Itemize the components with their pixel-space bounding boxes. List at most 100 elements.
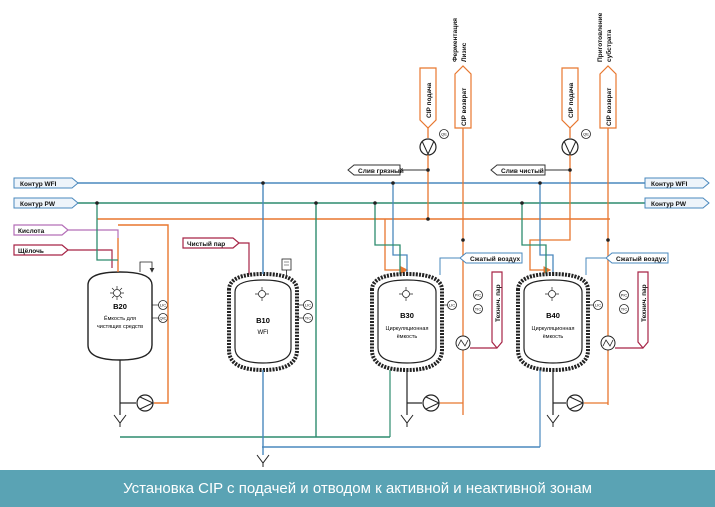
cip-return-2-label: CIP возврат xyxy=(606,88,613,126)
b40-line2: ёмкость xyxy=(543,334,564,340)
b20-drain-icon xyxy=(113,414,127,427)
main-header-lines xyxy=(76,182,648,448)
cip-qe-1-instrument[interactable]: QE xyxy=(439,129,449,139)
cip-process-diagram: Контур WFI Контур PW Контур WFI Контур P… xyxy=(13,12,710,467)
b30-lic-instrument[interactable]: LIC xyxy=(442,300,457,310)
tank-b10[interactable]: B10 WFI xyxy=(227,271,299,373)
cip-pump-2-icon[interactable] xyxy=(561,138,579,156)
spray-ball-icon xyxy=(255,287,269,301)
b30-pic-instrument[interactable]: PIC xyxy=(473,290,483,300)
cip-return-2-arrow[interactable]: CIP возврат xyxy=(599,65,617,129)
pw-outlet-label: Контур PW xyxy=(651,201,687,208)
b40-heat-exchanger-icon[interactable] xyxy=(600,335,616,351)
air-1-arrow[interactable]: Сжатый воздух xyxy=(459,252,523,264)
b40-tic-instrument[interactable]: TIC xyxy=(619,304,629,314)
b10-lic-instrument[interactable]: LIC xyxy=(297,300,313,310)
tech-steam-2-label: Технич. пар xyxy=(641,284,648,322)
svg-text:LIC: LIC xyxy=(160,303,166,308)
tech-steam-2-arrow[interactable]: Технич. пар xyxy=(637,271,649,349)
svg-text:QIC: QIC xyxy=(159,316,166,321)
cip-pump-1-icon[interactable] xyxy=(419,138,437,156)
svg-text:TIC: TIC xyxy=(621,307,628,312)
tech-steam-1-label: Технич. пар xyxy=(495,284,502,322)
wfi-outlet-arrow[interactable]: Контур WFI xyxy=(644,177,710,189)
spray-ball-icon xyxy=(545,287,559,301)
b20-line1: Ёмкость для xyxy=(104,315,136,322)
junction-dots xyxy=(95,168,610,242)
destination-1a: Ферментация xyxy=(452,18,459,62)
cip-supply-1-arrow[interactable]: CIP подача xyxy=(419,67,437,129)
destination-2b: субстрата xyxy=(605,29,613,62)
svg-text:QE: QE xyxy=(441,132,447,137)
svg-text:TIC: TIC xyxy=(305,316,312,321)
spray-ball-icon xyxy=(399,287,413,301)
acid-label: Кислота xyxy=(18,228,45,235)
tank-b30[interactable]: B30 Циркуляционная ёмкость xyxy=(370,271,444,373)
b30-pump-icon[interactable] xyxy=(422,394,441,412)
svg-text:LIC: LIC xyxy=(595,303,601,308)
vent-filter-icon xyxy=(281,258,292,276)
drain-clean-label: Слив чистый xyxy=(501,167,544,175)
svg-text:TIC: TIC xyxy=(475,307,482,312)
b10-line1: WFI xyxy=(258,330,269,336)
tank-b40[interactable]: B40 Циркуляционная ёмкость xyxy=(516,271,590,373)
b30-drain-icon xyxy=(400,414,414,427)
cip-supply-1-label: CIP подача xyxy=(426,82,433,118)
clean-steam-arrow[interactable]: Чистый пар xyxy=(182,237,240,249)
b20-line2: чистящих средств xyxy=(97,324,143,330)
alkali-label: Щёлочь xyxy=(18,248,44,255)
b10-id: B10 xyxy=(256,316,270,325)
acid-inlet-arrow[interactable]: Кислота xyxy=(13,224,69,236)
b20-pump-icon[interactable] xyxy=(136,394,155,412)
svg-text:PIC: PIC xyxy=(475,293,482,298)
cip-return-1-arrow[interactable]: CIP возврат xyxy=(454,65,472,129)
b10-drain-icon xyxy=(256,454,270,467)
b30-line2: ёмкость xyxy=(397,334,418,340)
pw-outlet-arrow[interactable]: Контур PW xyxy=(644,197,710,209)
b30-heat-exchanger-icon[interactable] xyxy=(455,335,471,351)
b40-id: B40 xyxy=(546,311,560,320)
cip-supply-2-label: CIP подача xyxy=(568,82,575,118)
wfi-inlet-label: Контур WFI xyxy=(20,181,57,188)
svg-text:PIC: PIC xyxy=(621,293,628,298)
svg-text:QE: QE xyxy=(583,132,589,137)
acid-line xyxy=(68,229,119,238)
drain-dirty-label: Слив грязный xyxy=(358,167,404,175)
alkali-line xyxy=(68,249,113,268)
b10-tic-instrument[interactable]: TIC xyxy=(297,313,313,323)
caption-bar: Установка CIP с подачей и отводом к акти… xyxy=(0,470,715,507)
cip-qe-2-instrument[interactable]: QE xyxy=(581,129,591,139)
svg-text:LIC: LIC xyxy=(449,303,455,308)
b40-drain-icon xyxy=(546,414,560,427)
air-1-label: Сжатый воздух xyxy=(470,255,521,263)
wfi-outlet-label: Контур WFI xyxy=(651,181,688,188)
drain-clean-arrow[interactable]: Слив чистый xyxy=(490,164,546,176)
diagram-caption: Установка CIP с подачей и отводом к акти… xyxy=(123,480,592,497)
clean-steam-label: Чистый пар xyxy=(187,240,225,248)
b30-tic-instrument[interactable]: TIC xyxy=(473,304,483,314)
b40-pic-instrument[interactable]: PIC xyxy=(619,290,629,300)
b20-id: B20 xyxy=(113,302,127,311)
svg-text:LIC: LIC xyxy=(305,303,311,308)
wfi-inlet-arrow[interactable]: Контур WFI xyxy=(13,177,79,189)
b40-line1: Циркуляционная xyxy=(532,326,575,332)
spray-ball-icon xyxy=(110,286,124,300)
air-2-arrow[interactable]: Сжатый воздух xyxy=(605,252,669,264)
b30-id: B30 xyxy=(400,311,414,320)
pw-inlet-label: Контур PW xyxy=(20,201,56,208)
destination-2a: Приготовление xyxy=(597,12,604,62)
tech-steam-1-arrow[interactable]: Технич. пар xyxy=(491,271,503,349)
destination-1b: Лизис xyxy=(461,42,468,62)
pw-inlet-arrow[interactable]: Контур PW xyxy=(13,197,79,209)
tank-b20[interactable]: B20 Ёмкость для чистящих средств xyxy=(87,271,153,361)
b20-qic-instrument[interactable]: QIC xyxy=(152,313,168,323)
b30-line1: Циркуляционная xyxy=(386,326,429,332)
air-2-label: Сжатый воздух xyxy=(616,255,667,263)
b20-lic-instrument[interactable]: LIC xyxy=(152,300,168,310)
b40-lic-instrument[interactable]: LIC xyxy=(588,300,603,310)
cip-supply-2-arrow[interactable]: CIP подача xyxy=(561,67,579,129)
cip-return-1-label: CIP возврат xyxy=(461,88,468,126)
drain-dirty-arrow[interactable]: Слив грязный xyxy=(347,164,404,176)
b40-pump-icon[interactable] xyxy=(566,394,585,412)
alkali-inlet-arrow[interactable]: Щёлочь xyxy=(13,244,69,256)
